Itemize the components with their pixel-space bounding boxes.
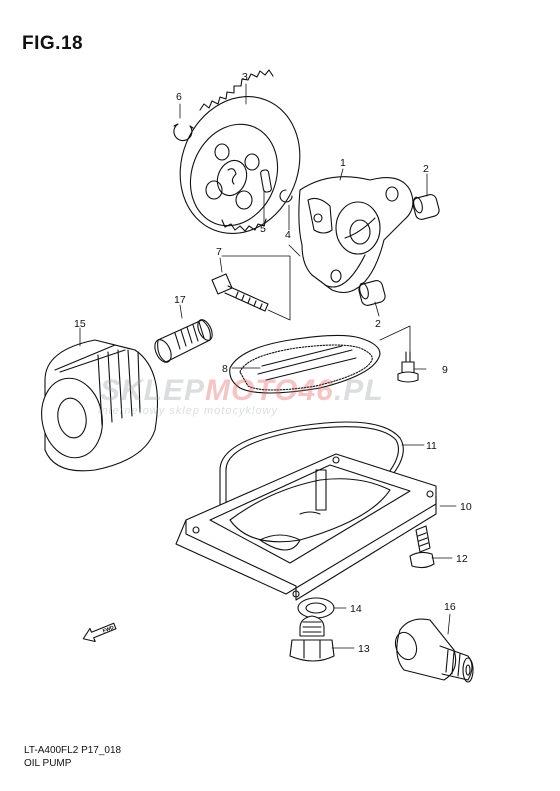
fwd-arrow-icon: [82, 622, 117, 643]
svg-text:SKLEPMOTO46.PL: SKLEPMOTO46.PL: [100, 374, 384, 407]
callout-9: 9: [442, 364, 448, 376]
part-7-bolt: [211, 273, 269, 312]
callout-3: 3: [242, 71, 248, 83]
watermark-part4: .PL: [334, 374, 384, 407]
part-14-washer: [297, 597, 335, 619]
watermark-part3: 46: [297, 374, 333, 407]
watermark-part2: MOTO: [205, 374, 298, 407]
callout-2a: 2: [423, 163, 429, 175]
diagram-code: LT-A400FL2 P17_018: [24, 745, 122, 756]
callout-15: 15: [74, 318, 86, 330]
part-5-pin: [260, 169, 272, 193]
callout-2b: 2: [375, 318, 381, 330]
callout-5: 5: [260, 223, 266, 235]
part-8-strainer: [229, 334, 381, 394]
part-12-bolt: [409, 525, 435, 569]
part-4-circlip: [279, 189, 293, 203]
leader-lines: [79, 83, 457, 649]
footer: LT-A400FL2 P17_018 OIL PUMP: [24, 744, 121, 791]
part-9-bolt: [397, 351, 419, 383]
watermark-part1: SKLEP: [100, 374, 205, 407]
part-2-dowel-upper: [412, 194, 440, 220]
callout-8: 8: [222, 363, 228, 375]
part-10-oil-pan: [175, 453, 437, 601]
callout-7: 7: [216, 246, 222, 258]
watermark-tagline: internetowy sklep motocyklowy: [98, 405, 279, 417]
part-16-pressure-switch: [394, 618, 474, 683]
callout-16: 16: [444, 601, 456, 613]
part-13-drain-plug: [289, 615, 335, 662]
callout-10: 10: [460, 501, 472, 513]
figure-title: FIG.18: [22, 33, 84, 54]
part-3-pump-gear: [179, 69, 301, 234]
watermark: SKLEPMOTO46.PL internetowy sklep motocyk…: [98, 374, 384, 417]
part-1-pump-body: [298, 176, 414, 294]
callout-11: 11: [426, 440, 437, 452]
part-15-oil-filter: [41, 339, 158, 472]
part-6-circlip: [173, 123, 194, 142]
callout-6: 6: [176, 91, 182, 103]
callout-13: 13: [358, 643, 370, 655]
fwd-arrow-label: FWD: [102, 625, 115, 635]
callout-14: 14: [350, 603, 362, 615]
callout-12: 12: [456, 553, 468, 565]
callout-4: 4: [285, 229, 291, 241]
part-17-union-bolt: [154, 319, 213, 363]
callout-17: 17: [174, 294, 186, 306]
diagram-name: OIL PUMP: [24, 758, 72, 769]
callout-1: 1: [340, 157, 346, 169]
part-2-dowel-lower: [358, 280, 386, 306]
